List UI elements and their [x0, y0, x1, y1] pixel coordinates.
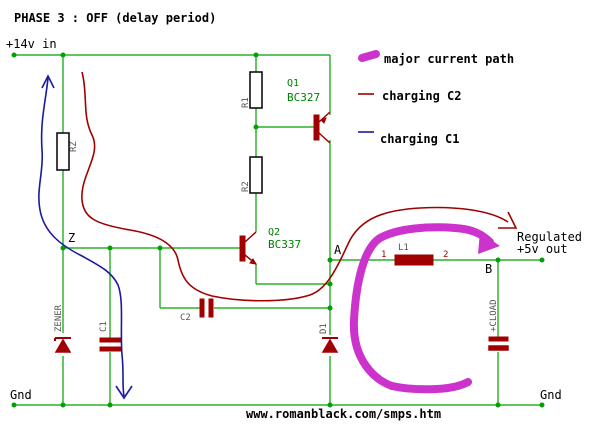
legend-major-label: major current path — [384, 52, 514, 66]
q1-name-label: Q1 — [287, 78, 299, 89]
capacitor-c2 — [199, 298, 214, 318]
node-z-label: Z — [68, 231, 75, 245]
capacitor-c1 — [99, 337, 122, 352]
c2-label: C2 — [180, 313, 191, 323]
legend-c2-label: charging C2 — [382, 89, 461, 103]
resistor-r2-label: R2 — [241, 181, 251, 192]
supply-label: +14v in — [6, 37, 57, 51]
diode-zener — [54, 337, 72, 353]
diode-d1 — [321, 337, 339, 353]
charging-c2-arrow — [498, 211, 518, 229]
diagram-title: PHASE 3 : OFF (delay period) — [14, 11, 216, 25]
charging-c1-arrow — [115, 385, 133, 400]
wires — [14, 54, 542, 406]
junction-dots — [11, 52, 545, 408]
resistor-rz-label: RZ — [69, 141, 79, 152]
transistor-q2 — [239, 231, 257, 265]
charging-c2-path — [81, 71, 509, 302]
l1-pin2-label: 2 — [443, 250, 448, 260]
node-b-label: B — [485, 262, 492, 276]
charging-c1-path — [38, 77, 125, 397]
footer-url: www.romanblack.com/smps.htm — [246, 407, 441, 421]
resistor-r2 — [249, 156, 263, 194]
legend-major-swatch — [358, 50, 380, 62]
charging-c1-start-arrow — [41, 74, 55, 89]
l1-pin1-label: 1 — [381, 250, 386, 260]
l1-label: L1 — [398, 243, 409, 253]
resistor-rz — [56, 132, 70, 171]
major-current-path — [349, 223, 494, 390]
transistor-q1 — [313, 111, 331, 144]
resistor-r1 — [249, 71, 263, 109]
c1-label: C1 — [99, 321, 109, 332]
major-current-arrow — [478, 232, 500, 254]
inductor-l1 — [394, 254, 434, 266]
cload-label: +CLOAD — [489, 299, 499, 332]
node-a-label: A — [334, 243, 342, 257]
output-voltage-label: +5v out — [517, 242, 568, 256]
q2-part-label: BC337 — [268, 238, 301, 251]
q1-part-label: BC327 — [287, 91, 320, 104]
capacitor-cload — [488, 336, 509, 351]
legend-c1-label: charging C1 — [380, 132, 459, 146]
resistor-r1-label: R1 — [241, 97, 251, 108]
major-current-path-tail — [388, 378, 472, 394]
ground-right-label: Gnd — [540, 388, 562, 402]
ground-left-label: Gnd — [10, 388, 32, 402]
q2-name-label: Q2 — [268, 227, 280, 238]
legend: major current path charging C2 charging … — [358, 50, 514, 146]
output-label: Regulated — [517, 230, 582, 244]
d1-label: D1 — [319, 323, 329, 334]
zener-label: ZENER — [54, 304, 64, 332]
